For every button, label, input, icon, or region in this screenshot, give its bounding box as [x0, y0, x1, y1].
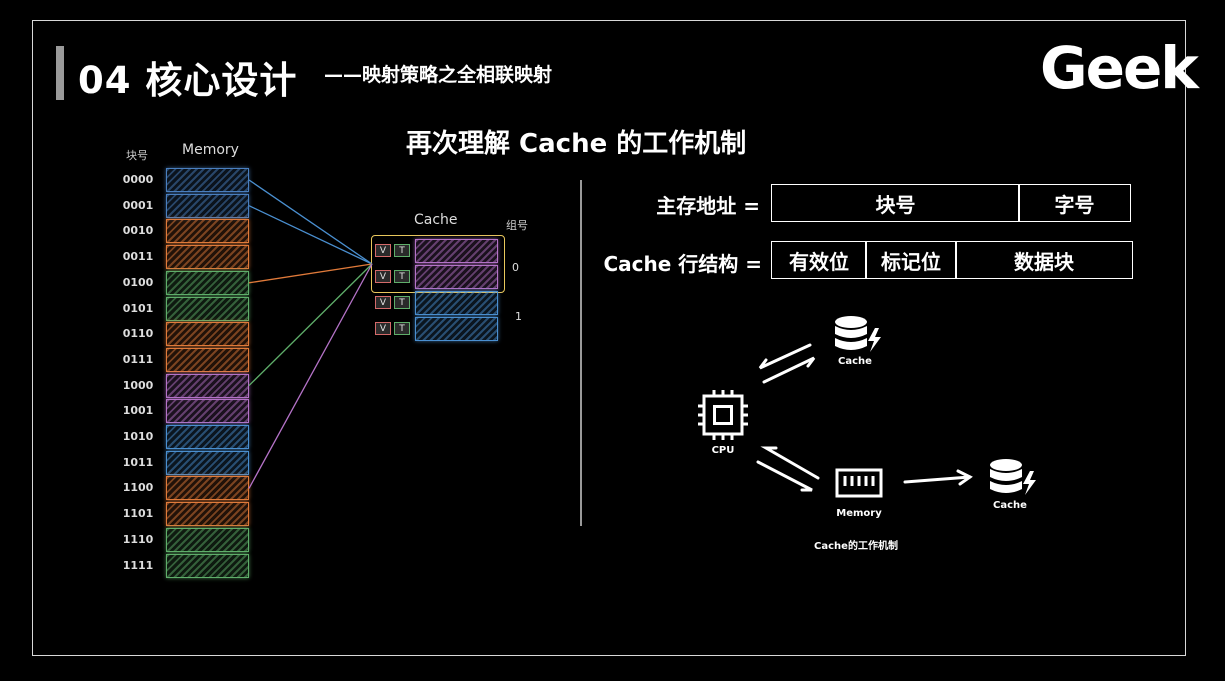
mapping-line [248, 205, 373, 265]
main-memory-address-label: 主存地址 = [656, 194, 760, 218]
cache-title: Cache [414, 212, 458, 228]
valid-bit-cell: V [375, 296, 391, 309]
valid-bit-cell: V [375, 244, 391, 257]
vertical-divider [580, 180, 582, 526]
field-tag-bit: 标记位 [865, 241, 957, 279]
memory-block-number: 1100 [122, 481, 154, 495]
cache-line-data [415, 317, 498, 341]
memory-block [166, 322, 249, 347]
memory-block-number: 0110 [122, 327, 154, 341]
memory-title: Memory [182, 142, 239, 158]
cache-line-data [415, 291, 498, 315]
valid-bit-cell: V [375, 270, 391, 283]
memory-block [166, 553, 249, 578]
memory-block [166, 450, 249, 475]
memory-label: Memory [836, 508, 882, 519]
memory-block-number: 1110 [122, 532, 154, 546]
field-data-block: 数据块 [955, 241, 1133, 279]
cpu-memory-arrows [756, 446, 820, 492]
geek-logo: Geek [1040, 34, 1199, 102]
memory-block [166, 347, 249, 372]
mapping-line [248, 263, 373, 489]
tag-bit-cell: T [394, 270, 410, 283]
field-valid-bit: 有效位 [771, 241, 867, 279]
mapping-line [248, 179, 373, 265]
memory-block-number: 0111 [122, 352, 154, 366]
cache-right-label: Cache [993, 500, 1027, 511]
cpu-icon [698, 390, 748, 440]
memory-block-number: 1101 [122, 507, 154, 521]
slide-title: 04 核心设计 [78, 59, 298, 102]
memory-block-number: 0011 [122, 250, 154, 264]
memory-block-number: 0100 [122, 275, 154, 289]
memory-block [166, 168, 249, 192]
memory-block [166, 502, 249, 527]
memory-block-number: 0001 [122, 198, 154, 212]
memory-block-number: 0000 [122, 173, 154, 186]
set-label-1: 1 [515, 310, 522, 323]
valid-bit-cell: V [375, 322, 391, 335]
memory-block-number: 0101 [122, 301, 154, 315]
cache-line-data [415, 239, 498, 263]
cache-line-structure-label: Cache 行结构 = [603, 252, 762, 276]
set-number-header: 组号 [506, 219, 528, 232]
block-number-header: 块号 [126, 149, 148, 162]
slide-subtitle: ——映射策略之全相联映射 [324, 64, 553, 86]
tag-bit-cell: T [394, 244, 410, 257]
memory-block-number: 1010 [122, 430, 154, 443]
cpu-label: CPU [711, 445, 735, 456]
memory-block-number: 1000 [122, 378, 154, 392]
memory-block-number: 1011 [122, 455, 154, 469]
set-label-0: 0 [512, 261, 519, 274]
cache-line-data [415, 265, 498, 289]
memory-block [166, 527, 249, 552]
flow-caption: Cache的工作机制 [814, 541, 898, 552]
memory-block [166, 476, 249, 501]
memory-to-cache-arrow [903, 469, 973, 486]
field-block-number: 块号 [771, 184, 1020, 222]
memory-block [166, 399, 249, 424]
database-icon-right [990, 459, 1036, 495]
memory-block [166, 245, 249, 270]
cache-top-label: Cache [838, 356, 872, 367]
memory-block [166, 373, 249, 398]
memory-block-number: 0010 [122, 224, 154, 238]
memory-block [166, 270, 249, 295]
slide-frame [32, 20, 1186, 656]
mapping-line [248, 263, 373, 284]
memory-icon [835, 468, 883, 498]
memory-block-number: 1111 [122, 558, 154, 572]
mapping-line [248, 263, 373, 387]
tag-bit-cell: T [394, 322, 410, 335]
field-word-number: 字号 [1018, 184, 1131, 222]
title-accent-bar [56, 46, 64, 100]
cpu-cache-arrows [758, 343, 816, 384]
tag-bit-cell: T [394, 296, 410, 309]
memory-block [166, 296, 249, 321]
memory-block [166, 425, 249, 449]
database-icon-top [835, 316, 881, 352]
memory-block-number: 1001 [122, 404, 154, 418]
main-heading: 再次理解 Cache 的工作机制 [406, 129, 747, 159]
memory-block [166, 219, 249, 244]
memory-block [166, 193, 249, 218]
